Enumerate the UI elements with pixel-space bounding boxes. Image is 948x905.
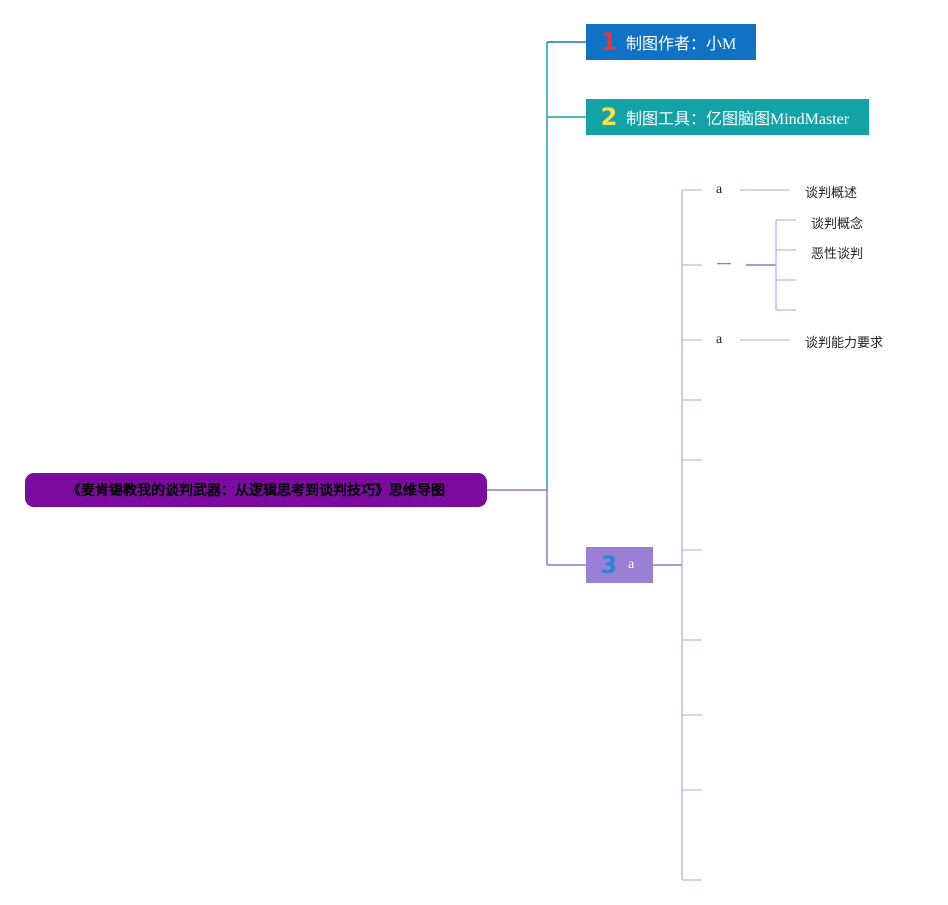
number-three-icon: 3 — [600, 551, 618, 579]
leaf-negotiation-concept[interactable]: 谈判概念 — [811, 217, 864, 232]
branch-content-label: a — [628, 557, 635, 572]
number-one-icon: 1 — [600, 28, 618, 56]
root-topic-label: 《麦肯锡教我的谈判武器：从逻辑思考到谈判技巧》思维导图 — [67, 483, 445, 499]
branch-author-label: 制图作者：小M — [626, 36, 737, 53]
branch-content[interactable]: 3 a — [586, 547, 653, 583]
root-topic[interactable]: 《麦肯锡教我的谈判武器：从逻辑思考到谈判技巧》思维导图 — [25, 473, 487, 507]
leaf-malicious-negotiation[interactable]: 恶性谈判 — [811, 247, 864, 262]
branch-tool[interactable]: 2 制图工具：亿图脑图MindMaster — [586, 99, 869, 135]
branch-author[interactable]: 1 制图作者：小M — [586, 24, 756, 60]
sub-node-ability[interactable]: a — [716, 332, 723, 347]
leaf-negotiation-ability[interactable]: 谈判能力要求 — [805, 336, 884, 351]
leaf-negotiation-overview[interactable]: 谈判概述 — [805, 186, 858, 201]
sub-node-overview[interactable]: a — [716, 182, 723, 197]
branch-tool-label: 制图工具：亿图脑图MindMaster — [626, 111, 850, 128]
number-two-icon: 2 — [600, 103, 618, 131]
sub-node-concepts[interactable]: — — [717, 256, 731, 271]
